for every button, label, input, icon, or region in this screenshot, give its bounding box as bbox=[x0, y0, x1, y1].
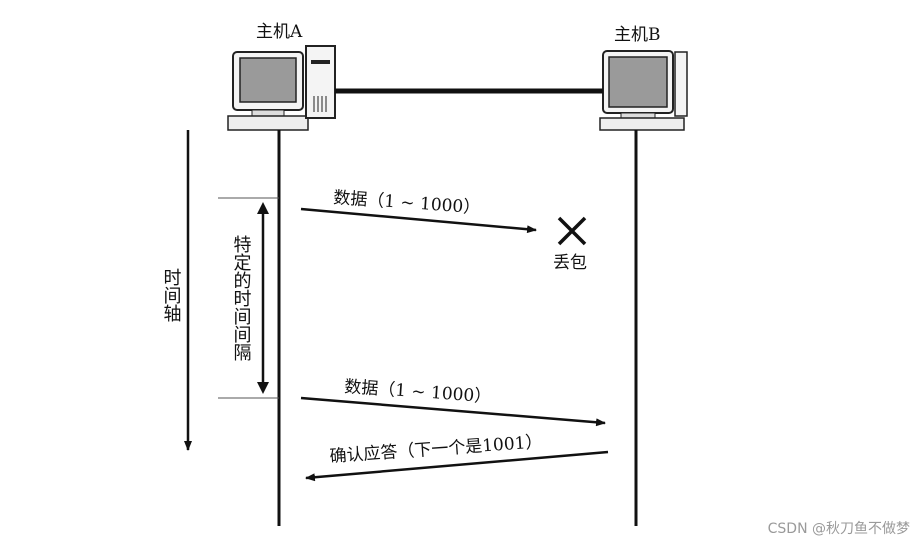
interval-arrow-head-up-icon bbox=[257, 202, 269, 214]
watermark: CSDN @秋刀鱼不做梦 bbox=[767, 521, 910, 537]
host-b-computer-icon bbox=[599, 50, 688, 131]
time-axis-label: 时间轴 bbox=[161, 268, 182, 322]
host-b-label: 主机B bbox=[614, 25, 661, 45]
ack-label: 确认应答（下一个是1001） bbox=[329, 432, 543, 467]
interval-arrow-head-down-icon bbox=[257, 382, 269, 394]
message-2-arrow bbox=[300, 396, 606, 427]
host-a-label: 主机A bbox=[256, 22, 303, 42]
message-1-arrow bbox=[300, 207, 537, 234]
ack-arrow bbox=[305, 450, 609, 482]
host-a-computer-icon bbox=[227, 45, 336, 131]
interval-label: 特定的时间间隔 bbox=[231, 235, 252, 361]
packet-loss-x-icon bbox=[557, 216, 587, 246]
packet-loss-label: 丢包 bbox=[553, 253, 587, 273]
